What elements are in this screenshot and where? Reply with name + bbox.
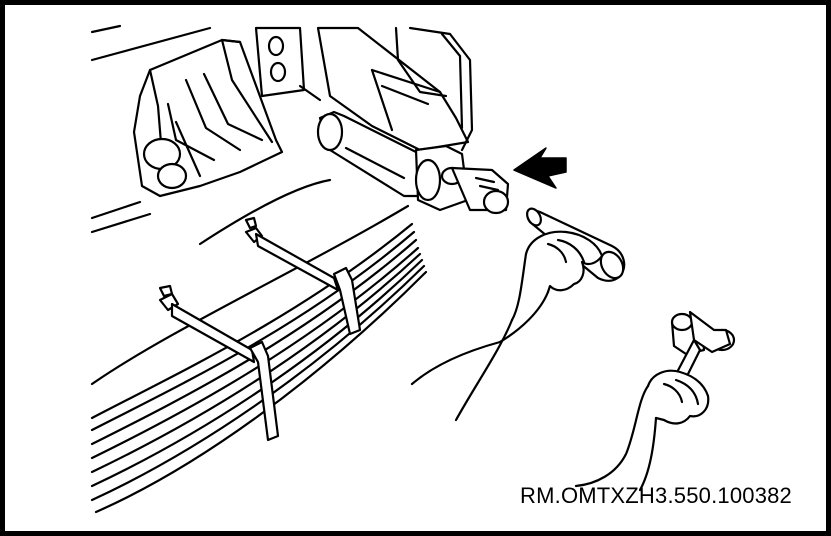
leaf-spring-pin-removal-illustration	[90, 24, 736, 514]
shackle-bracket	[254, 26, 474, 152]
hand-with-hammer	[574, 369, 710, 492]
leaf-spring	[90, 178, 428, 514]
spring-clip	[158, 284, 280, 442]
spring-eye-pin	[316, 110, 510, 215]
hand-with-punch	[410, 207, 626, 422]
spring-hanger-bracket	[132, 38, 284, 198]
direction-arrow-icon	[513, 147, 567, 189]
spring-clip	[244, 216, 362, 336]
frame-rail	[90, 24, 212, 234]
reference-code: RM.OMTXZH3.550.100382	[520, 483, 792, 508]
